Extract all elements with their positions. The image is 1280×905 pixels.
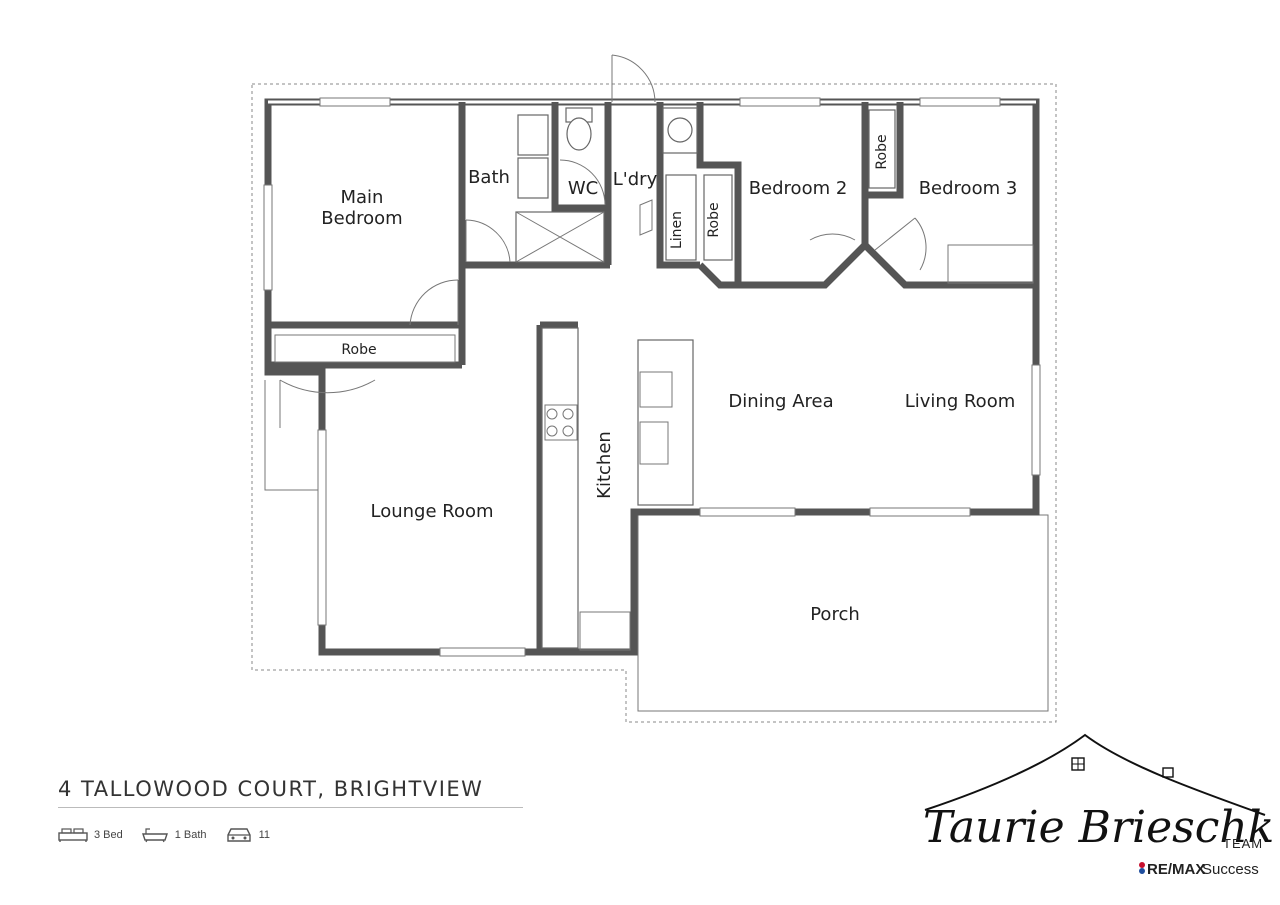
brand-team: TEAM xyxy=(1223,836,1263,851)
label-lounge: Lounge Room xyxy=(370,501,493,522)
label-bath: Bath xyxy=(468,167,510,188)
label-linen: Linen xyxy=(669,211,685,249)
label-robe-main: Robe xyxy=(341,342,376,358)
brand-logo: Taurie Brieschke TEAM RE/MAX Success xyxy=(923,733,1275,878)
label-main-bedroom-1: Main xyxy=(341,187,384,208)
label-porch: Porch xyxy=(810,604,860,625)
site-boundary xyxy=(251,83,1057,723)
label-laundry: L'dry xyxy=(613,169,658,190)
label-dining: Dining Area xyxy=(728,391,833,412)
label-robe-hall: Robe xyxy=(706,202,722,237)
fixtures xyxy=(274,107,1034,651)
car-count: 11 xyxy=(258,829,270,841)
car-icon xyxy=(226,828,251,842)
house-roof-icon xyxy=(924,733,1266,816)
remax-wordmark: RE/MAX xyxy=(1147,861,1205,878)
label-kitchen: Kitchen xyxy=(594,431,615,499)
feature-car: 11 xyxy=(225,826,270,844)
walls xyxy=(264,98,1040,656)
bed-count: 3 Bed xyxy=(94,829,123,841)
feature-bed: 3 Bed xyxy=(58,827,123,843)
label-living: Living Room xyxy=(905,391,1016,412)
remax-logo: RE/MAX Success xyxy=(1139,861,1259,878)
label-bedroom-2: Bedroom 2 xyxy=(749,178,848,199)
feature-bath: 1 Bath xyxy=(141,827,207,843)
property-address: 4 TALLOWOOD COURT, BRIGHTVIEW xyxy=(58,777,523,808)
brand-name: Taurie Brieschke xyxy=(923,802,1275,853)
bath-count: 1 Bath xyxy=(174,829,207,841)
remax-success: Success xyxy=(1202,861,1259,878)
property-features: 3 Bed 1 Bath 11 xyxy=(58,826,270,844)
label-robe-bedroom-3: Robe xyxy=(874,134,890,169)
doors xyxy=(264,54,927,491)
bath-icon xyxy=(141,828,168,843)
label-wc: WC xyxy=(568,178,598,199)
bed-icon xyxy=(58,828,88,842)
floor-plan: Main Bedroom Bath WC L'dry Linen Robe Be… xyxy=(251,54,1057,723)
windows xyxy=(263,97,1041,657)
label-bedroom-3: Bedroom 3 xyxy=(919,178,1018,199)
label-main-bedroom-2: Bedroom xyxy=(321,208,402,229)
